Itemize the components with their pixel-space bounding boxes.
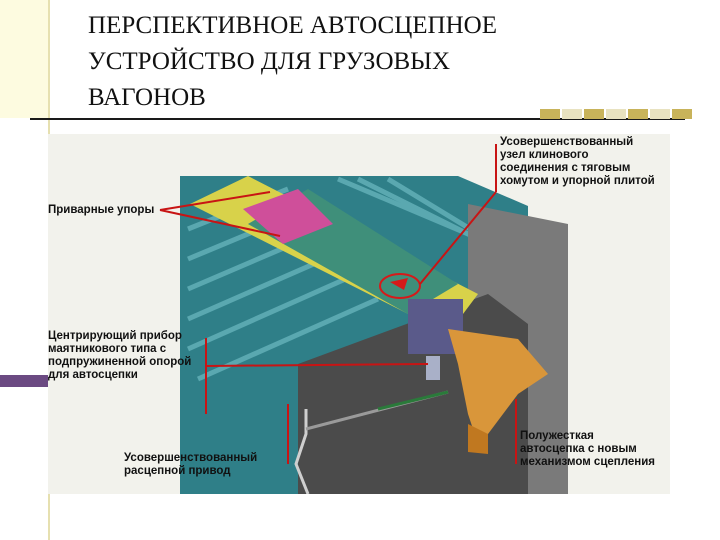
label-line: Центрирующий прибор — [48, 330, 191, 343]
label-line: подпружиненной опорой — [48, 356, 191, 369]
label-line: соединения с тяговым — [500, 162, 655, 175]
label-line: Приварные упоры — [48, 204, 154, 217]
label-centering-device: Центрирующий прибор маятникового типа с … — [48, 330, 191, 382]
coupler-illustration: Приварные упоры Усовершенствованный узел… — [48, 134, 670, 494]
title-line: ВАГОНОВ — [88, 80, 648, 116]
support-spring — [426, 356, 440, 380]
label-line: механизмом сцепления — [520, 456, 655, 469]
top-left-band — [0, 0, 48, 118]
title-line: УСТРОЙСТВО ДЛЯ ГРУЗОВЫХ — [88, 44, 648, 80]
label-line: для автосцепки — [48, 369, 191, 382]
accent-square-beige — [650, 109, 670, 119]
label-welded-stops: Приварные упоры — [48, 204, 154, 217]
accent-square-gold — [672, 109, 692, 119]
label-semi-rigid-coupler: Полужесткая автосцепка с новым механизмо… — [520, 430, 655, 469]
label-line: узел клинового — [500, 149, 655, 162]
label-improved-wedge-joint: Усовершенствованный узел клинового соеди… — [500, 136, 655, 188]
label-uncoupling-drive: Усовершенствованный расцепной привод — [124, 452, 257, 478]
label-line: Усовершенствованный — [124, 452, 257, 465]
label-line: Усовершенствованный — [500, 136, 655, 149]
slide-title: ПЕРСПЕКТИВНОЕ АВТОСЦЕПНОЕ УСТРОЙСТВО ДЛЯ… — [88, 8, 648, 116]
label-line: хомутом и упорной плитой — [500, 175, 655, 188]
left-accent-bar — [0, 375, 48, 387]
label-line: автосцепка с новым — [520, 443, 655, 456]
label-line: Полужесткая — [520, 430, 655, 443]
title-line: ПЕРСПЕКТИВНОЕ АВТОСЦЕПНОЕ — [88, 8, 648, 44]
label-line: расцепной привод — [124, 465, 257, 478]
label-line: маятникового типа с — [48, 343, 191, 356]
